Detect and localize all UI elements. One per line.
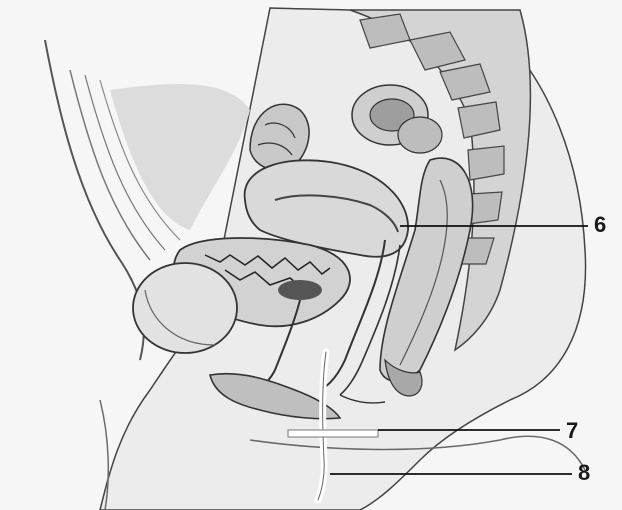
label-8: 8 <box>578 462 590 484</box>
label-7: 7 <box>566 420 578 442</box>
label-6: 6 <box>594 214 606 236</box>
perineal-tube <box>288 430 378 437</box>
bladder-lumen <box>278 280 322 300</box>
